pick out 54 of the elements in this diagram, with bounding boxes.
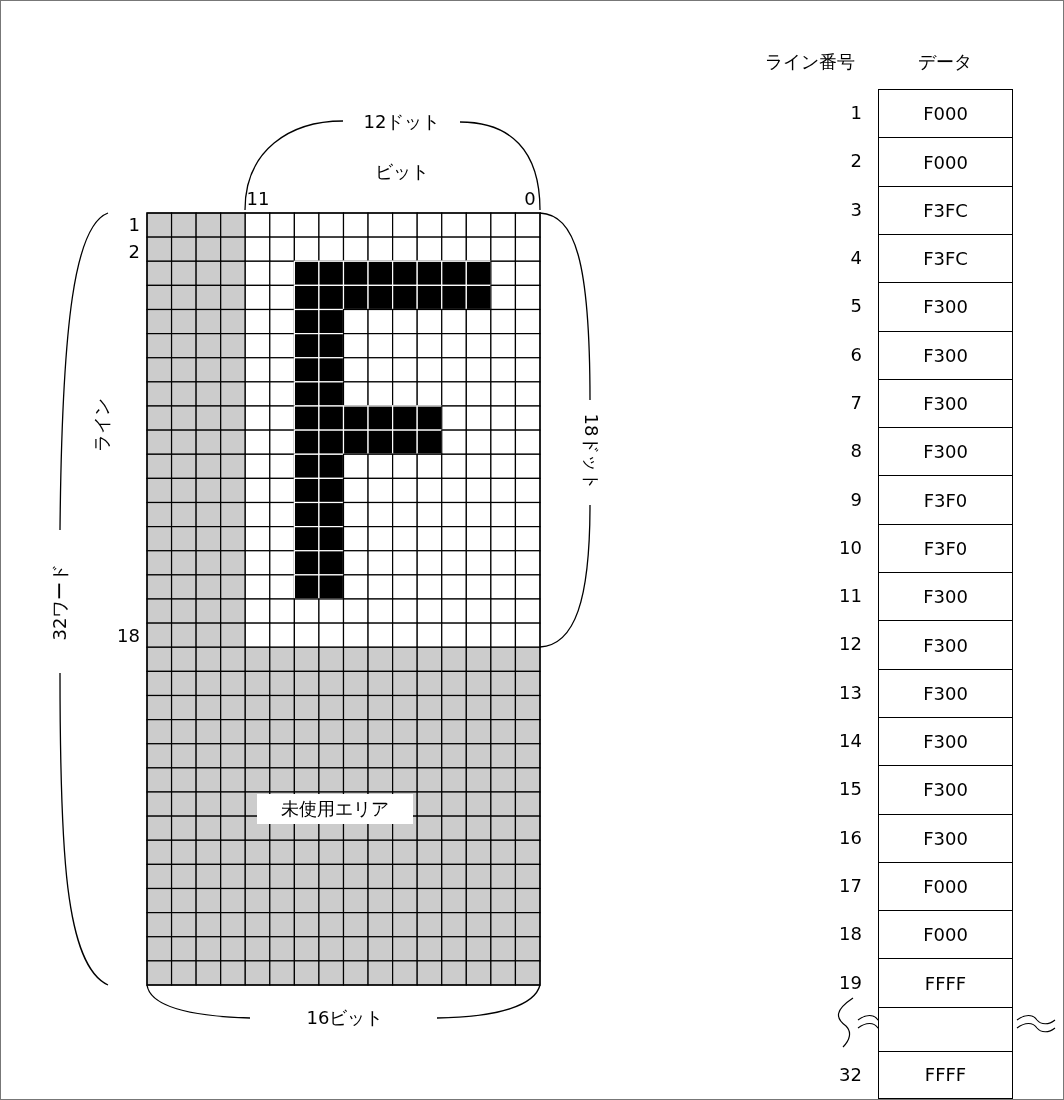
bit-number: 11	[246, 188, 270, 210]
data-cell: F300	[878, 765, 1013, 815]
row-number: 17	[839, 874, 862, 897]
data-cell: F300	[878, 620, 1013, 670]
line-number: 1	[128, 214, 140, 236]
row-number: 14	[839, 730, 862, 753]
row-number: 3	[850, 198, 862, 221]
line-number: 2	[128, 241, 140, 263]
data-cell: F000	[878, 910, 1013, 960]
row-number: 16	[839, 826, 862, 849]
data-cell: F3FC	[878, 233, 1013, 284]
data-cell: F300	[878, 282, 1013, 332]
area-label: 未使用エリア	[257, 794, 413, 824]
data-cell: F300	[878, 572, 1013, 622]
row-number: 12	[839, 633, 862, 656]
data-cell: F300	[878, 330, 1013, 381]
axis-label: ビット	[375, 161, 429, 183]
data-cell: F3F0	[878, 475, 1013, 525]
bit-number: 0	[524, 188, 536, 210]
row-number: 4	[850, 247, 862, 270]
row-number: 15	[839, 778, 862, 801]
data-cell: FFFF	[878, 958, 1013, 1008]
row-number: 1	[850, 102, 862, 125]
row-number: 32	[839, 1064, 862, 1086]
row-number: 6	[850, 343, 862, 366]
dimension-label: 32ワード	[49, 563, 71, 641]
data-cell: F300	[878, 427, 1013, 477]
data-cell: F3F0	[878, 523, 1013, 574]
data-cell: F300	[878, 668, 1013, 719]
data-cell: F300	[878, 378, 1013, 429]
row-number: 2	[850, 150, 862, 173]
dimension-label: 16ビット	[306, 1007, 384, 1029]
row-number: 7	[850, 391, 862, 414]
row-number: 18	[839, 923, 862, 946]
data-cell: F300	[878, 716, 1013, 767]
data-cell: FFFF	[878, 1050, 1013, 1099]
data-cell: F300	[878, 813, 1013, 864]
dimension-label: 12ドット	[363, 111, 441, 133]
row-number: 10	[839, 536, 862, 559]
data-cell: F000	[878, 89, 1013, 139]
row-number: 5	[850, 295, 862, 318]
row-number: 19	[839, 971, 862, 994]
row-number: 11	[839, 585, 862, 608]
data-cell: F3FC	[878, 185, 1013, 236]
row-number: 8	[850, 440, 862, 463]
line-number: 18	[117, 625, 140, 647]
data-cell: F000	[878, 861, 1013, 912]
dimension-label: 18ドット	[580, 413, 602, 491]
row-number: 13	[839, 681, 862, 704]
data-cell: F000	[878, 137, 1013, 187]
column-header: データ	[918, 51, 972, 73]
row-number: 9	[850, 488, 862, 511]
column-header: ライン番号	[765, 51, 855, 73]
axis-label: ライン	[91, 398, 113, 452]
